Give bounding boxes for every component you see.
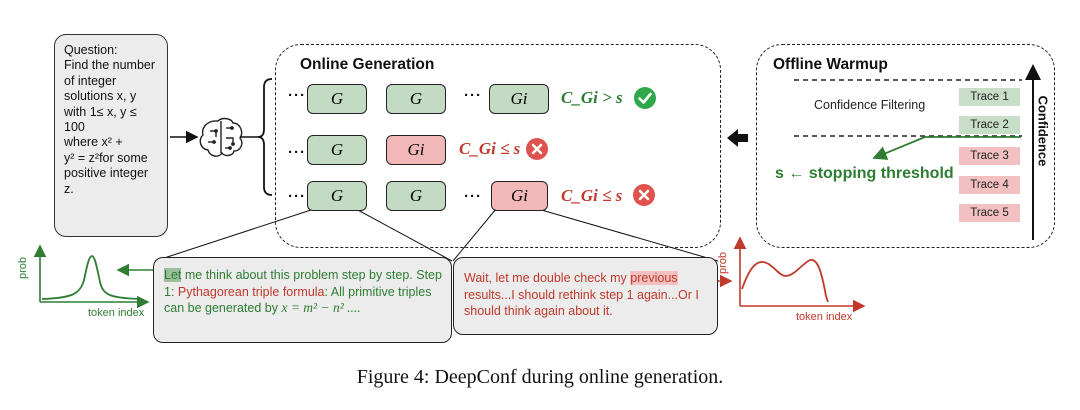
block-label: Gi bbox=[510, 89, 528, 108]
warmup-to-online-arrow bbox=[727, 129, 748, 147]
plot-ylabel: prob bbox=[717, 251, 730, 275]
offline-warmup-panel bbox=[756, 44, 1055, 248]
generation-block-current: Gi bbox=[386, 135, 446, 165]
bubble-text: me think about this problem step by step… bbox=[164, 268, 442, 299]
question-line: where x² + bbox=[64, 135, 123, 150]
bubble-text: results...I should rethink step 1 again.… bbox=[464, 287, 699, 319]
confidence-condition-pass: C_Gi > s bbox=[561, 88, 623, 107]
generation-block: G bbox=[307, 135, 367, 165]
cross-icon bbox=[633, 184, 655, 206]
confidence-peak-plot bbox=[33, 244, 150, 309]
plot-xlabel: token index bbox=[88, 307, 145, 319]
plot-xlabel: token index bbox=[796, 311, 853, 323]
question-line: y² = z²for some bbox=[64, 150, 148, 165]
bubble-text: : All primitive triples can be generated… bbox=[164, 284, 432, 316]
generation-block-current: Gi bbox=[491, 181, 548, 211]
zoom-line bbox=[154, 208, 315, 262]
ellipsis: ··· bbox=[288, 144, 306, 161]
generation-block: G bbox=[386, 84, 446, 114]
uncertain-reasoning-bubble: Wait, let me double check my previous re… bbox=[453, 257, 718, 335]
generation-block: G bbox=[307, 181, 367, 211]
threshold-arrow bbox=[872, 136, 926, 160]
generation-block: G bbox=[386, 181, 446, 211]
highlighted-token: previous bbox=[630, 271, 678, 285]
block-label: Gi bbox=[511, 186, 528, 205]
question-line: Question: bbox=[64, 43, 118, 57]
block-label: Gi bbox=[407, 140, 425, 159]
check-icon bbox=[634, 87, 656, 109]
question-box: Question: Find the number of integer sol… bbox=[54, 34, 168, 237]
trace-item: Trace 3 bbox=[959, 147, 1020, 165]
branch-brace bbox=[257, 78, 273, 196]
online-generation-title: Online Generation bbox=[300, 56, 435, 73]
question-line: solutions x, y bbox=[64, 89, 137, 104]
probability-curve bbox=[741, 259, 829, 303]
zoom-line bbox=[537, 208, 719, 262]
question-line: Find the number bbox=[64, 58, 156, 73]
bubble-emphasis: Pythagorean triple formula bbox=[177, 284, 325, 299]
trace-item: Trace 1 bbox=[959, 88, 1020, 106]
probability-curve bbox=[41, 255, 141, 300]
generation-block-current: Gi bbox=[489, 84, 549, 114]
confidence-condition-fail: C_Gi ≤ s bbox=[459, 139, 521, 158]
uncertain-probability-plot bbox=[733, 236, 866, 313]
stopping-threshold-label: s ← stopping threshold bbox=[775, 165, 954, 182]
confidence-filtering-label: Confidence Filtering bbox=[814, 98, 926, 112]
plot-ylabel: prob bbox=[17, 256, 30, 280]
ellipsis: ··· bbox=[288, 87, 306, 104]
offline-warmup-title: Offline Warmup bbox=[773, 56, 888, 73]
generation-block: G bbox=[307, 84, 367, 114]
trace-item: Trace 5 bbox=[959, 204, 1020, 222]
trace-item: Trace 2 bbox=[959, 116, 1020, 134]
bubble-text: Wait, let me double check my bbox=[464, 271, 631, 285]
ellipsis: ··· bbox=[464, 87, 482, 104]
figure-caption: Figure 4: DeepConf during online generat… bbox=[356, 366, 724, 388]
highlighted-token: Let bbox=[164, 268, 182, 282]
zoom-line bbox=[355, 208, 453, 262]
zoom-line bbox=[452, 208, 497, 262]
question-line: positive integer bbox=[64, 166, 149, 181]
cross-icon bbox=[526, 138, 548, 160]
confidence-condition-fail: C_Gi ≤ s bbox=[561, 186, 623, 205]
question-line: of integer bbox=[64, 73, 117, 88]
question-line: 100 bbox=[64, 120, 85, 135]
online-generation-panel bbox=[275, 44, 721, 248]
trace-item: Trace 4 bbox=[959, 176, 1020, 194]
ellipsis: ··· bbox=[464, 188, 482, 205]
bubble-formula: x = m² − n² .... bbox=[281, 300, 361, 315]
question-line: z. bbox=[64, 181, 74, 196]
ellipsis: ··· bbox=[288, 188, 306, 205]
question-line: with 1≤ x, y ≤ bbox=[64, 104, 137, 119]
confident-reasoning-bubble: Let me think about this problem step by … bbox=[153, 257, 452, 343]
brain-icon bbox=[199, 117, 243, 157]
confidence-axis-label: Confidence bbox=[1035, 95, 1051, 167]
